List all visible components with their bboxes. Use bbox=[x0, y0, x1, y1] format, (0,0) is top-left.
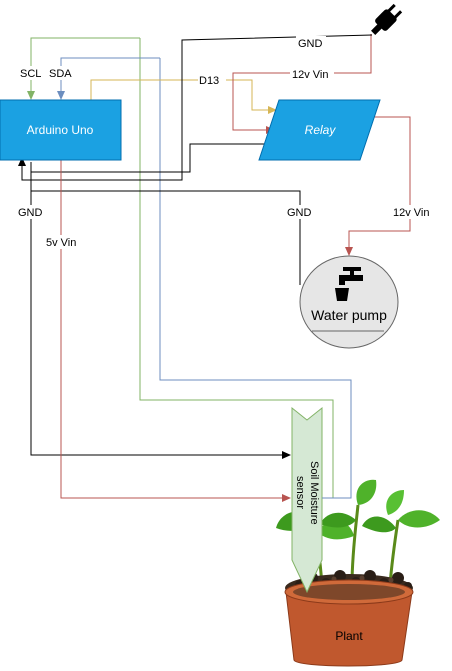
water-pump-node bbox=[299, 255, 399, 349]
relay-label: Relay bbox=[305, 123, 337, 137]
label-d13: D13 bbox=[199, 75, 219, 87]
water-pump-label: Water pump bbox=[311, 307, 387, 323]
label-gnd-pump: GND bbox=[287, 207, 312, 219]
label-5v: 5v Vin bbox=[46, 237, 76, 249]
wire-sda-sensor bbox=[159, 58, 352, 499]
sensor-label-line1: Soil Moisture bbox=[308, 461, 320, 525]
label-gnd-top: GND bbox=[298, 38, 323, 50]
wire-12v-supply bbox=[232, 34, 372, 134]
plant-label: Plant bbox=[335, 629, 363, 643]
wire-sda bbox=[57, 57, 160, 100]
wire-gnd-pump bbox=[31, 190, 301, 285]
faucet-icon bbox=[335, 267, 363, 301]
wire-12v-pump bbox=[345, 116, 411, 256]
arduino-uno-node bbox=[0, 99, 122, 161]
label-12v-right: 12v Vin bbox=[393, 207, 430, 219]
wire-gnd-left bbox=[30, 162, 291, 459]
wire-gnd-supply bbox=[18, 34, 373, 181]
soil-moisture-sensor: Soil Moisture sensor bbox=[291, 406, 323, 594]
wire-d13 bbox=[90, 79, 277, 114]
arduino-uno-label: Arduino Uno bbox=[27, 123, 94, 137]
label-sda: SDA bbox=[49, 68, 72, 80]
relay-node bbox=[258, 99, 381, 161]
power-plug-icon bbox=[371, 3, 403, 35]
wire-scl bbox=[27, 37, 140, 100]
label-gnd-left: GND bbox=[18, 207, 43, 219]
label-scl: SCL bbox=[20, 68, 41, 80]
wire-5v bbox=[60, 160, 291, 502]
plant bbox=[276, 479, 440, 667]
label-12v-top: 12v Vin bbox=[292, 69, 329, 81]
sensor-label-line2: sensor bbox=[294, 476, 306, 509]
